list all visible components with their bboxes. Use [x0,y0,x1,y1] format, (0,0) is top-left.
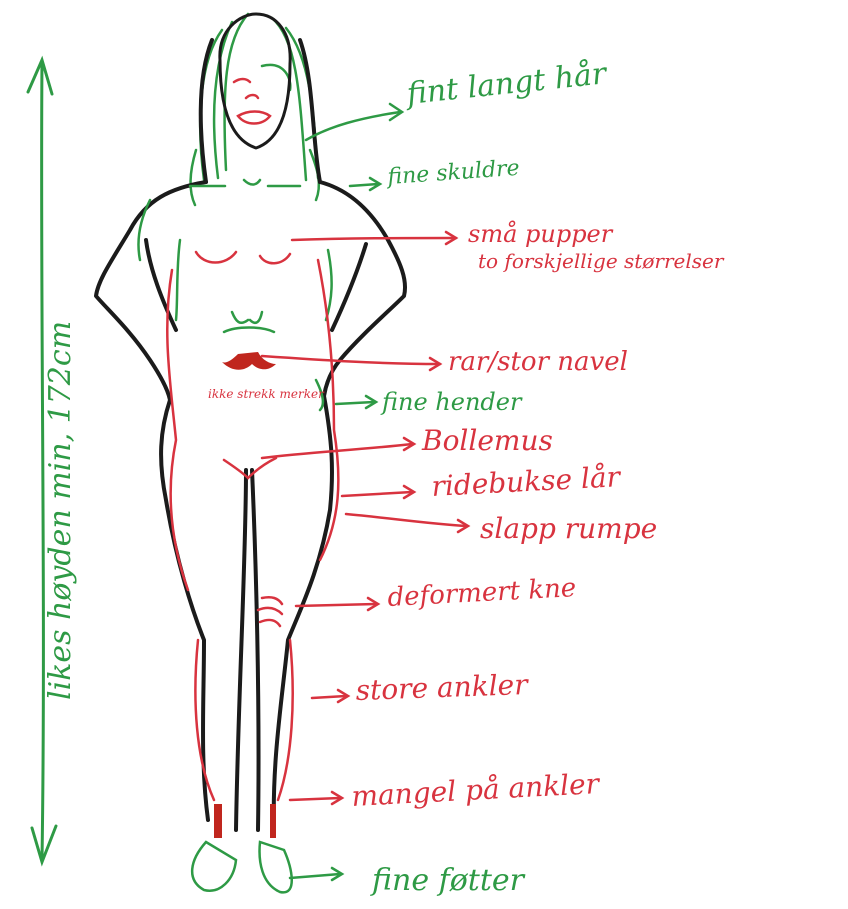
label-breasts: små pupper [468,219,614,248]
label-hair: fint langt hår [403,56,609,112]
label-hands: fine hender [380,388,523,416]
figure-outline [96,14,405,830]
height-label: likes høyden min, 172cm [43,321,78,700]
label-knee: deformert kne [387,573,577,613]
green-pointers [290,104,402,880]
label-navel: rar/stor navel [448,347,628,377]
label-no-ankles: mangel på ankler [351,767,602,813]
label-thighs: ridebukse lår [431,460,623,503]
label-feet: fine føtter [370,863,526,898]
label-stretch-marks: ikke strekk merker [208,387,325,401]
label-butt: slapp rumpe [480,512,657,545]
label-ankles: store ankler [355,668,530,707]
label-bollemus: Bollemus [421,424,553,457]
label-collarbones: fine skuldre [385,156,521,190]
label-breasts-sub: to forskjellige størrelser [478,249,725,273]
